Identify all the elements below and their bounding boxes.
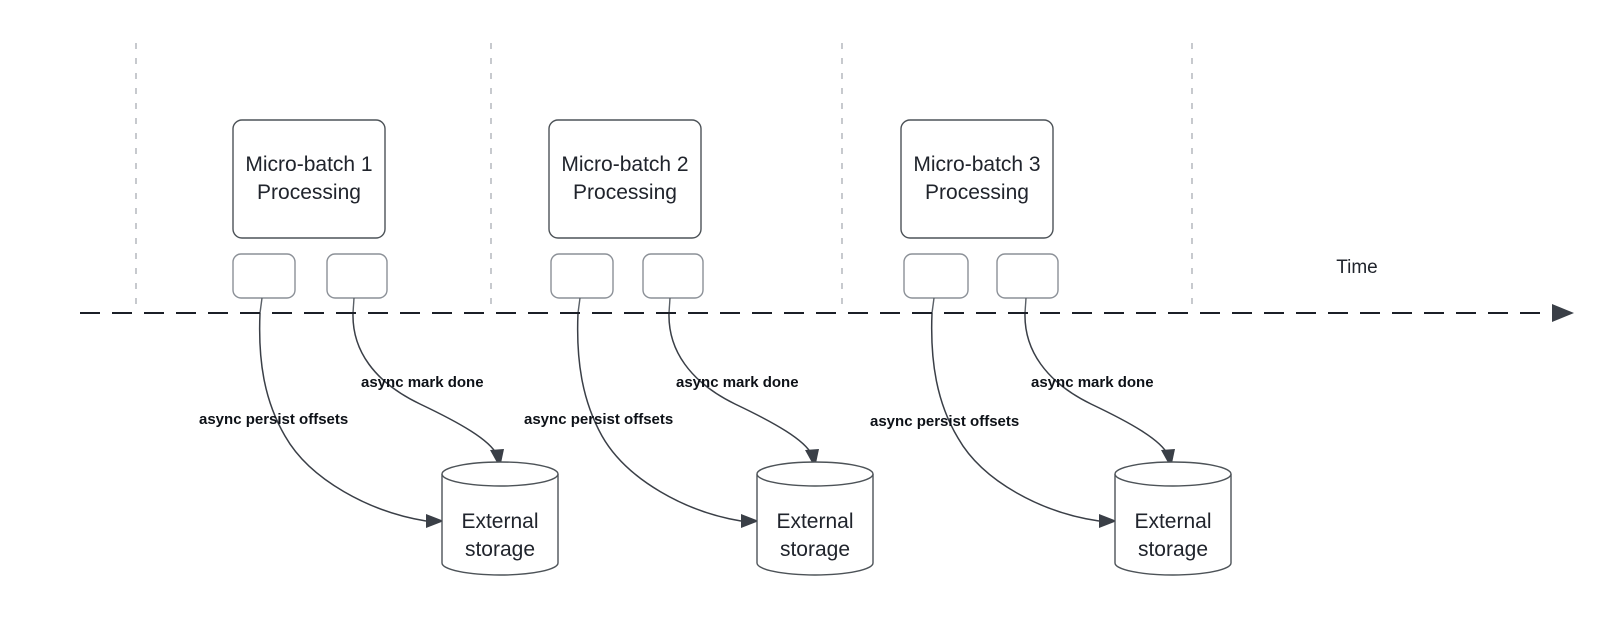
task-stem-2b <box>668 297 671 314</box>
edge-persist-offsets-1 <box>258 312 427 522</box>
microbatch-group-3: Micro-batch 3 Processing async persist o… <box>870 119 1232 576</box>
external-storage-2-label-line1: External <box>776 510 853 533</box>
persist-offsets-task-box-2[interactable] <box>550 253 614 299</box>
external-storage-cylinder-1-top <box>441 461 559 487</box>
microbatch-box-1-label-line2: Processing <box>257 181 361 204</box>
edge-label-mark-done-1: async mark done <box>361 374 484 391</box>
mark-done-task-box-3[interactable] <box>996 253 1059 299</box>
microbatch-box-2-label-line1: Micro-batch 2 <box>561 153 688 176</box>
microbatch-box-3-label-line1: Micro-batch 3 <box>913 153 1040 176</box>
microbatch-box-1[interactable] <box>232 119 386 239</box>
microbatch-group-1: Micro-batch 1 Processing async persist o… <box>199 119 559 576</box>
external-storage-2-label-line2: storage <box>780 538 850 561</box>
microbatch-box-3-label-line2: Processing <box>925 181 1029 204</box>
task-stem-2a <box>577 297 581 314</box>
external-storage-3-label-line2: storage <box>1138 538 1208 561</box>
external-storage-cylinder-2-body[interactable] <box>756 474 874 576</box>
edge-mark-done-3 <box>1024 312 1169 456</box>
mark-done-task-box-2[interactable] <box>642 253 704 299</box>
edge-persist-offsets-2 <box>576 312 742 522</box>
persist-offsets-task-box-1[interactable] <box>232 253 296 299</box>
task-stem-1b <box>352 297 355 314</box>
microbatch-box-2[interactable] <box>548 119 702 239</box>
divider-group <box>135 43 1193 313</box>
external-storage-1-label-line1: External <box>461 510 538 533</box>
external-storage-cylinder-3-top <box>1114 461 1232 487</box>
external-storage-cylinder-2-top <box>756 461 874 487</box>
edge-persist-offsets-2-arrowhead <box>741 514 759 528</box>
timeline-axis-arrowhead <box>1552 304 1574 322</box>
task-stem-1a <box>259 297 263 314</box>
microbatch-box-2-label-line2: Processing <box>573 181 677 204</box>
external-storage-cylinder-3-body[interactable] <box>1114 474 1232 576</box>
mark-done-task-box-1[interactable] <box>326 253 388 299</box>
time-axis-label: Time <box>1336 257 1378 278</box>
microbatch-box-3[interactable] <box>900 119 1054 239</box>
edge-label-mark-done-3: async mark done <box>1031 374 1154 391</box>
persist-offsets-task-box-3[interactable] <box>903 253 969 299</box>
task-stem-3a <box>931 297 935 314</box>
timeline-axis: Time <box>80 257 1574 322</box>
task-stem-3b <box>1024 297 1027 314</box>
edge-label-persist-offsets-2: async persist offsets <box>524 411 673 428</box>
edge-mark-done-1 <box>352 312 498 456</box>
edge-label-mark-done-2: async mark done <box>676 374 799 391</box>
external-storage-1-label-line2: storage <box>465 538 535 561</box>
edge-persist-offsets-3 <box>930 312 1100 522</box>
edge-persist-offsets-1-arrowhead <box>426 514 444 528</box>
edge-mark-done-2 <box>668 312 813 456</box>
microbatch-group-2: Micro-batch 2 Processing async persist o… <box>524 119 874 576</box>
edge-label-persist-offsets-1: async persist offsets <box>199 411 348 428</box>
external-storage-cylinder-1-body[interactable] <box>441 474 559 576</box>
edge-persist-offsets-3-arrowhead <box>1099 514 1117 528</box>
external-storage-3-label-line1: External <box>1134 510 1211 533</box>
edge-label-persist-offsets-3: async persist offsets <box>870 413 1019 430</box>
microbatch-box-1-label-line1: Micro-batch 1 <box>245 153 372 176</box>
